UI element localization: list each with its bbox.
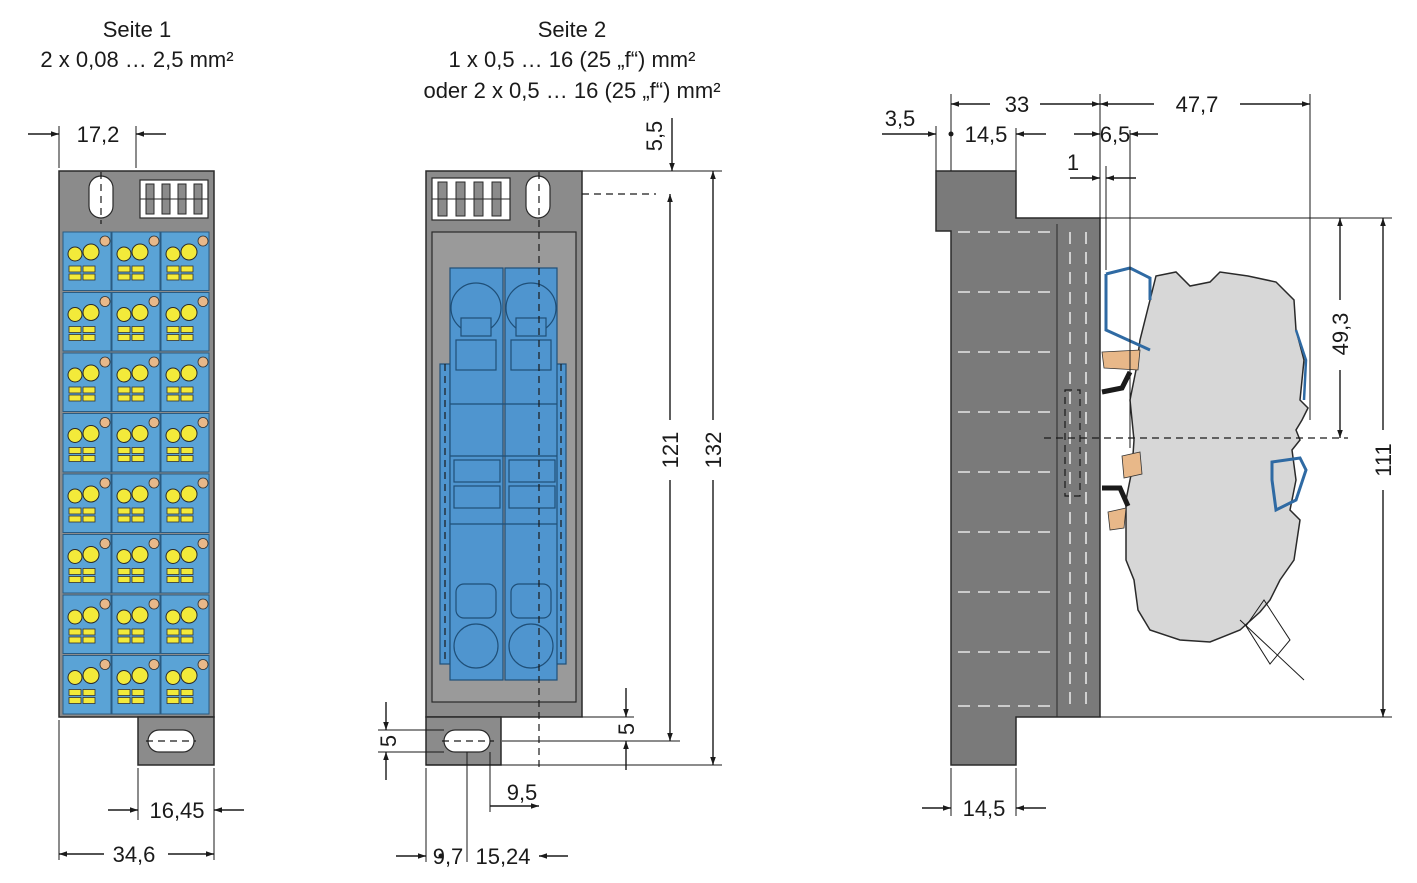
dim-6-5: 6,5 xyxy=(1100,122,1131,147)
dim-9-7: 9,7 xyxy=(433,844,464,869)
page2-spec-line2: oder 2 x 0,5 … 16 (25 „f“) mm² xyxy=(423,78,720,103)
dim-132: 132 xyxy=(701,432,726,469)
terminal-cell xyxy=(62,473,112,533)
terminal-cell xyxy=(160,352,210,412)
seite2-top-comb xyxy=(431,177,511,221)
view2-dimensions: 5,5 121 132 5 5 9,5 9,7 15,24 xyxy=(376,118,726,869)
page2-title: Seite 2 xyxy=(538,17,607,42)
dim-14-5-bottom: 14,5 xyxy=(963,796,1006,821)
page2-spec-line1: 1 x 0,5 … 16 (25 „f“) mm² xyxy=(449,47,696,72)
terminal-cell xyxy=(160,473,210,533)
terminal-cell xyxy=(160,594,210,654)
dim-3-5: 3,5 xyxy=(885,106,916,131)
terminal-cell xyxy=(111,352,161,412)
view-side xyxy=(935,130,1392,766)
dim-47-7: 47,7 xyxy=(1176,92,1219,117)
dim-33: 33 xyxy=(1005,92,1029,117)
view-seite-2 xyxy=(425,170,656,770)
terminal-cell xyxy=(62,292,112,352)
view3-dimensions: 33 47,7 3,5 14,5 6,5 1 49,3 111 xyxy=(882,92,1396,821)
view1-dimensions: 17,2 16,45 34,6 xyxy=(28,122,244,867)
terminal-cell xyxy=(111,231,161,291)
terminal-cell xyxy=(160,534,210,594)
seite1-terminal-grid xyxy=(62,231,210,715)
seite2-top-slot xyxy=(525,175,551,219)
dim-16-45: 16,45 xyxy=(149,798,204,823)
page1-title: Seite 1 xyxy=(103,17,172,42)
page1-spec: 2 x 0,08 … 2,5 mm² xyxy=(40,47,233,72)
seite2-power-terminals xyxy=(439,267,567,681)
terminal-cell xyxy=(160,292,210,352)
dim-5-right: 5 xyxy=(614,723,639,735)
terminal-cell xyxy=(62,594,112,654)
dim-5-5: 5,5 xyxy=(642,121,667,152)
terminal-cell xyxy=(111,413,161,473)
dim-111: 111 xyxy=(1371,443,1396,476)
dim-49-3: 49,3 xyxy=(1328,313,1353,356)
terminal-cell xyxy=(160,655,210,715)
dim-9-5: 9,5 xyxy=(507,780,538,805)
titles: Seite 1 2 x 0,08 … 2,5 mm² Seite 2 1 x 0… xyxy=(40,17,720,103)
terminal-cell xyxy=(62,413,112,473)
seite1-top-comb xyxy=(139,179,209,219)
dim-15-24: 15,24 xyxy=(475,844,530,869)
side-housing-dashes xyxy=(958,231,1087,710)
side-module xyxy=(1125,271,1309,643)
terminal-cell xyxy=(111,473,161,533)
terminal-cell xyxy=(160,231,210,291)
dim-1: 1 xyxy=(1067,150,1079,175)
dim-17-2: 17,2 xyxy=(77,122,120,147)
terminal-cell xyxy=(62,534,112,594)
dim-34-6: 34,6 xyxy=(113,842,156,867)
dim-5-left: 5 xyxy=(376,735,401,747)
terminal-cell xyxy=(62,655,112,715)
side-housing xyxy=(935,170,1101,766)
terminal-cell xyxy=(160,413,210,473)
terminal-cell xyxy=(111,292,161,352)
terminal-cell xyxy=(111,655,161,715)
terminal-cell xyxy=(62,352,112,412)
terminal-cell xyxy=(111,594,161,654)
dim-121: 121 xyxy=(658,432,683,469)
terminal-cell xyxy=(111,534,161,594)
view-seite-1 xyxy=(58,170,215,766)
terminal-cell xyxy=(62,231,112,291)
dim-14-5-top: 14,5 xyxy=(965,122,1008,147)
